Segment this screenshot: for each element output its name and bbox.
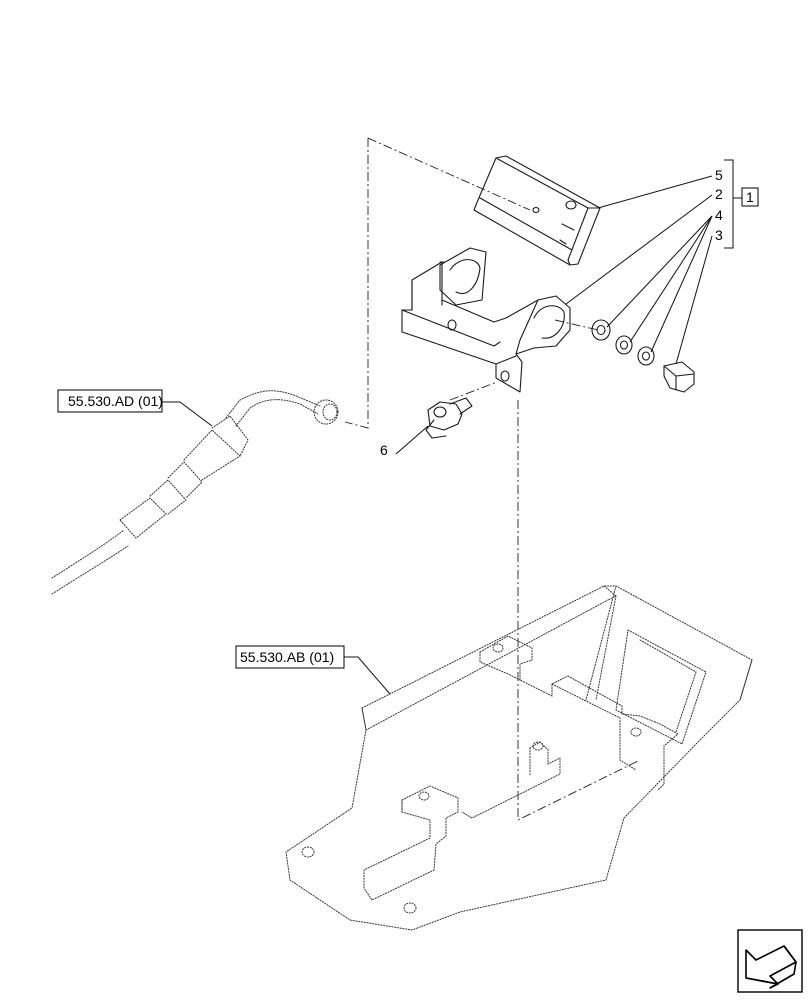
- callout-6: 6: [380, 442, 388, 458]
- callout-2: 2: [715, 186, 723, 202]
- reference-ab[interactable]: 55.530.AB (01): [235, 645, 345, 669]
- reference-ad-box[interactable]: [57, 389, 163, 413]
- callout-group-1: 1: [746, 189, 754, 205]
- cable-harness: [51, 390, 339, 595]
- sensor-part: [473, 155, 601, 266]
- reference-ad[interactable]: 55.530.AD (01): [57, 389, 163, 413]
- callout-3: 3: [715, 227, 723, 243]
- direction-arrow-icon[interactable]: [737, 929, 803, 993]
- mounting-plate: [285, 585, 753, 931]
- bolt-part: [663, 361, 695, 393]
- bracket-part: [401, 247, 571, 393]
- washers-part: [591, 319, 655, 366]
- reference-ab-label[interactable]: 55.530.AB (01): [240, 649, 334, 665]
- reference-ab-box[interactable]: [235, 645, 345, 669]
- group-1-box: [741, 187, 759, 207]
- callout-4: 4: [715, 207, 723, 223]
- callout-labels: 5 2 4 3 6 1: [380, 167, 759, 458]
- screw-part: [425, 397, 473, 439]
- callout-5: 5: [715, 167, 723, 183]
- leader-lines: [162, 159, 742, 695]
- alignment-lines: [344, 137, 641, 821]
- reference-ad-label[interactable]: 55.530.AD (01): [68, 393, 163, 409]
